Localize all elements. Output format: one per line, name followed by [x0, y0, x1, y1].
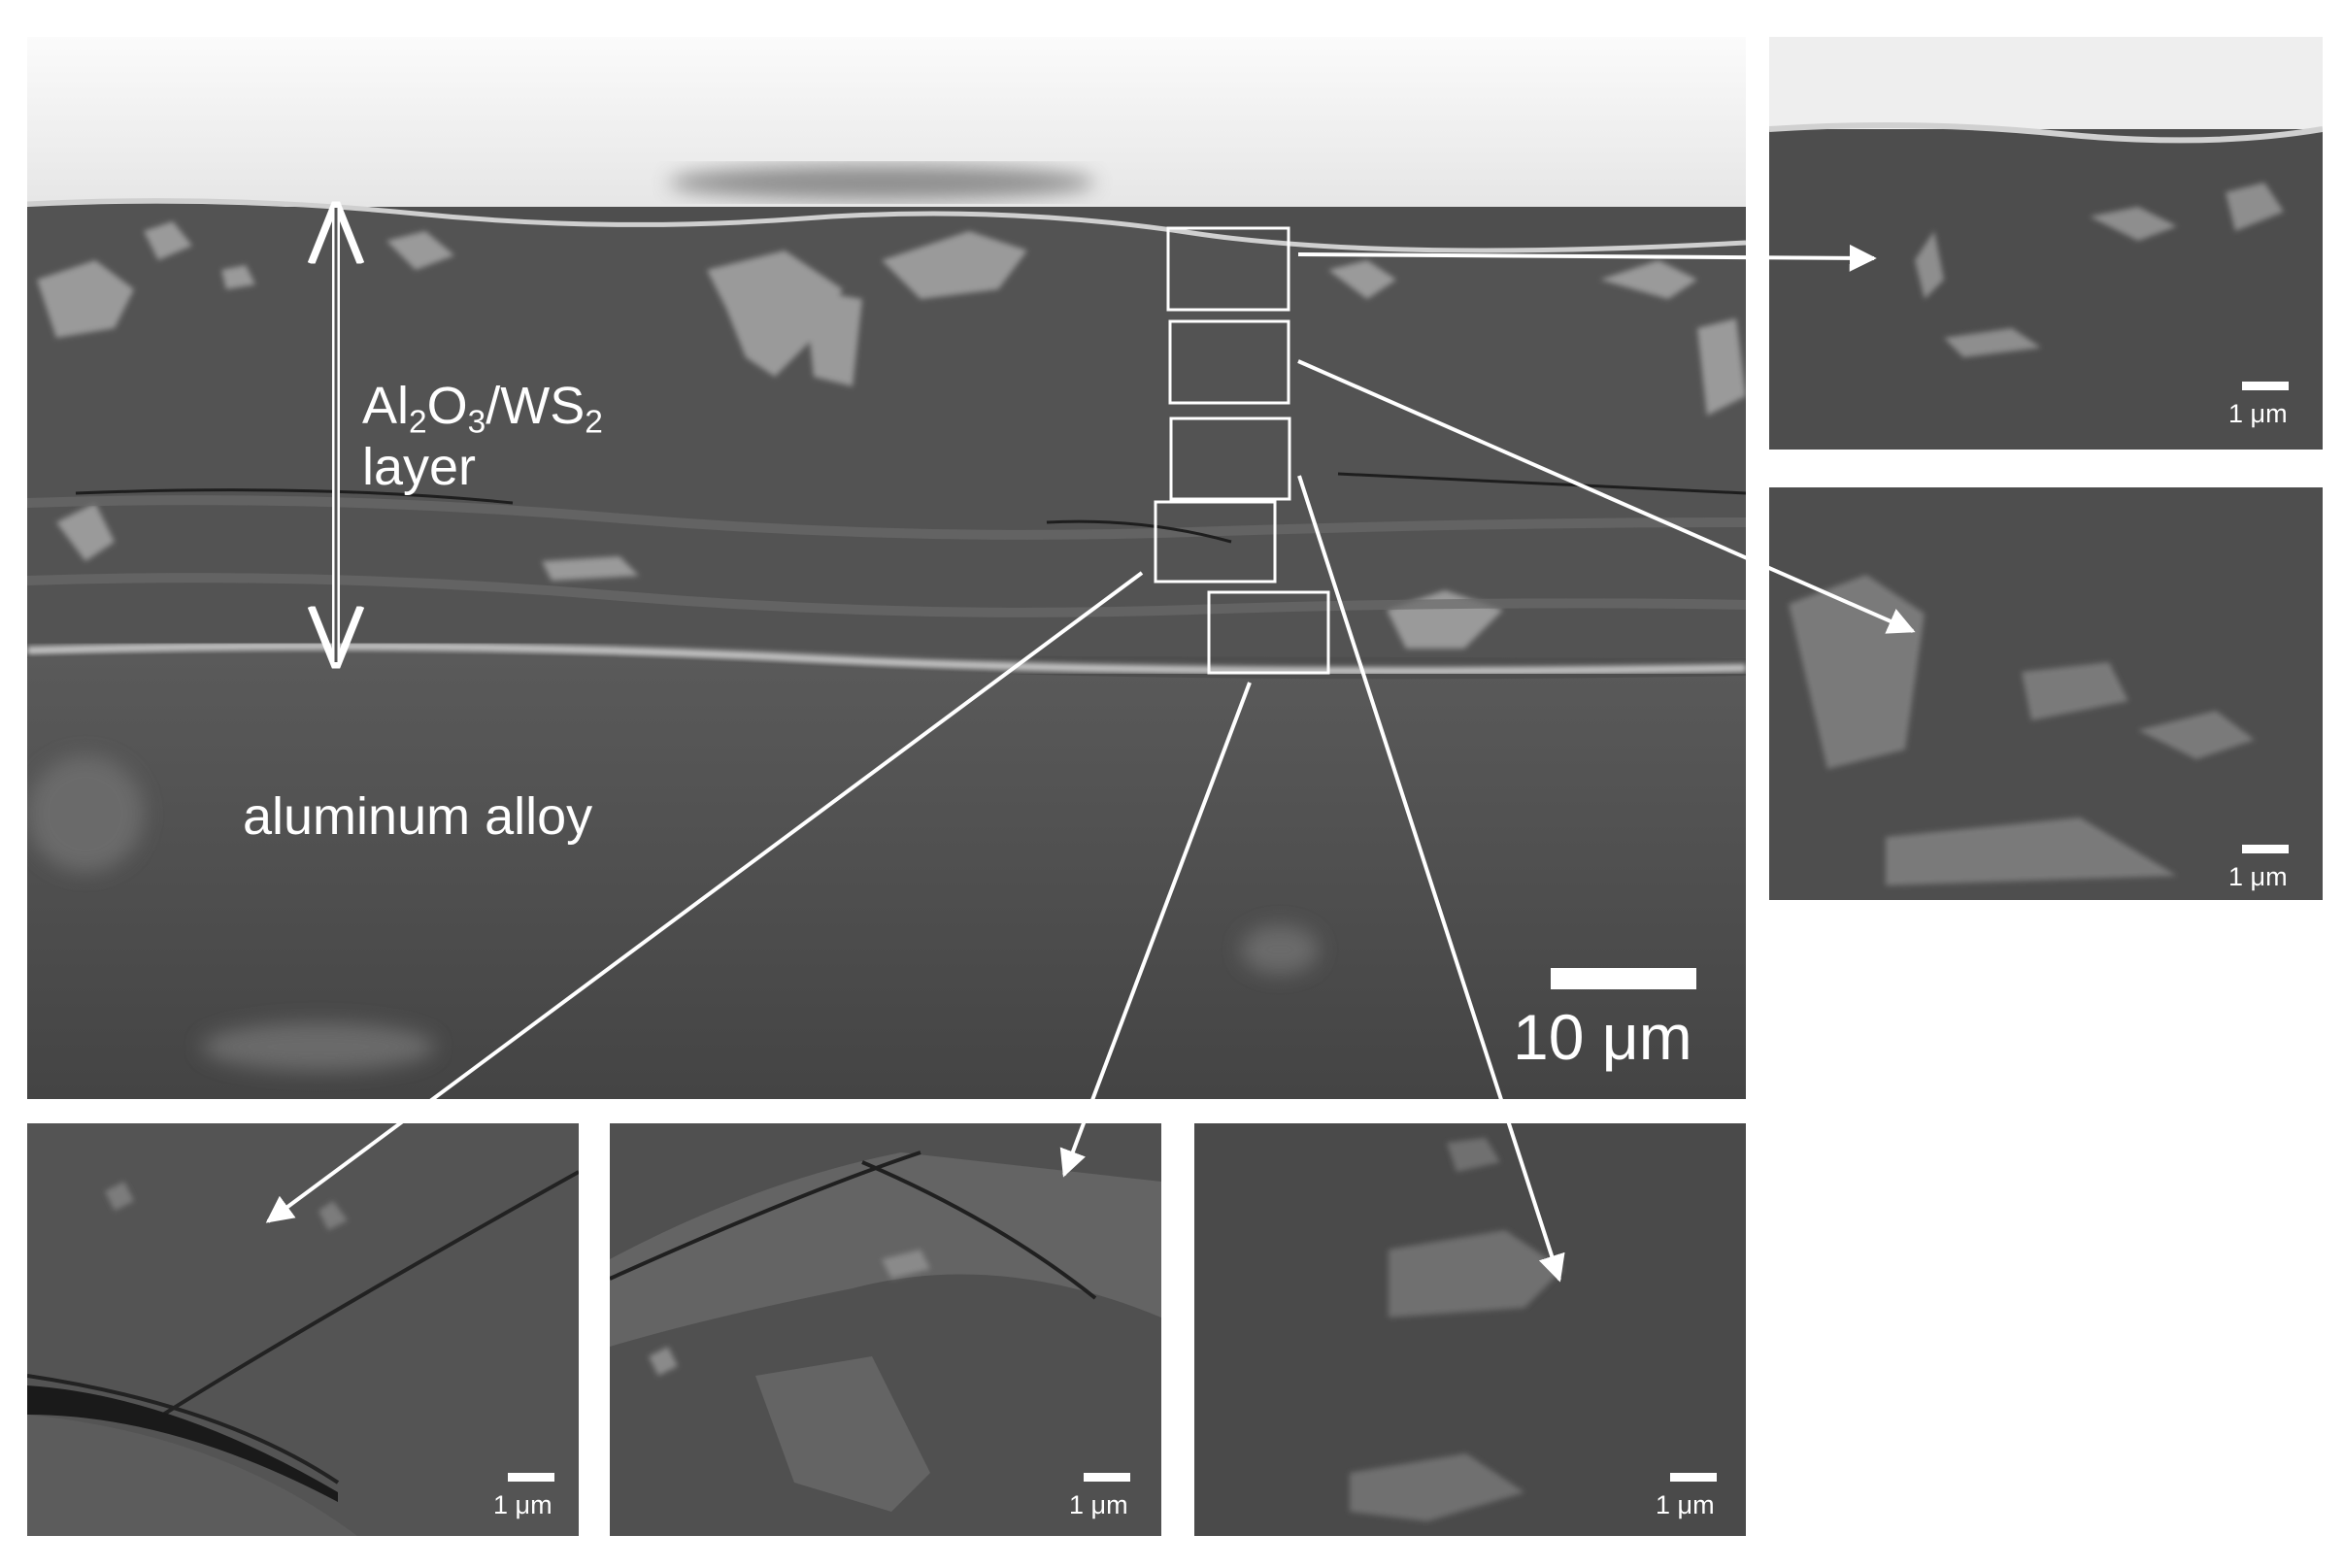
inset-2-texture: [1769, 487, 2323, 900]
main-sem-image: Al2O3/WS2 layer aluminum alloy 10 μm: [27, 37, 1746, 1099]
inset-2-scale-label: 1 μm: [2228, 862, 2288, 891]
inset-3-texture: [27, 1123, 579, 1536]
inset-4-scale-label: 1 μm: [1069, 1490, 1128, 1519]
inset-4-texture: [610, 1123, 1161, 1536]
inset-4: 1 μm: [610, 1123, 1161, 1536]
inset-3-scale-bar: [508, 1473, 554, 1482]
inset-5-scale-label: 1 μm: [1656, 1490, 1715, 1519]
inset-1-scale-label: 1 μm: [2228, 399, 2288, 428]
inset-2: 1 μm: [1769, 487, 2323, 900]
main-sem-texture: [27, 37, 1746, 1099]
inset-1: 1 μm: [1769, 37, 2323, 450]
inset-5-texture: [1194, 1123, 1746, 1536]
inset-1-texture: [1769, 37, 2323, 450]
inset-4-scale-bar: [1084, 1473, 1130, 1482]
inset-1-scale-bar: [2242, 382, 2289, 390]
main-scale-label: 10 μm: [1513, 1001, 1692, 1073]
main-scale-bar: [1551, 968, 1696, 989]
layer-label: Al2O3/WS2 layer: [362, 377, 603, 496]
inset-3: 1 μm: [27, 1123, 579, 1536]
layer-label-line2: layer: [362, 437, 477, 496]
inset-5: 1 μm: [1194, 1123, 1746, 1536]
inset-2-scale-bar: [2242, 845, 2289, 853]
inset-5-scale-bar: [1670, 1473, 1717, 1482]
inset-3-scale-label: 1 μm: [493, 1490, 553, 1519]
substrate-label: aluminum alloy: [243, 787, 593, 846]
